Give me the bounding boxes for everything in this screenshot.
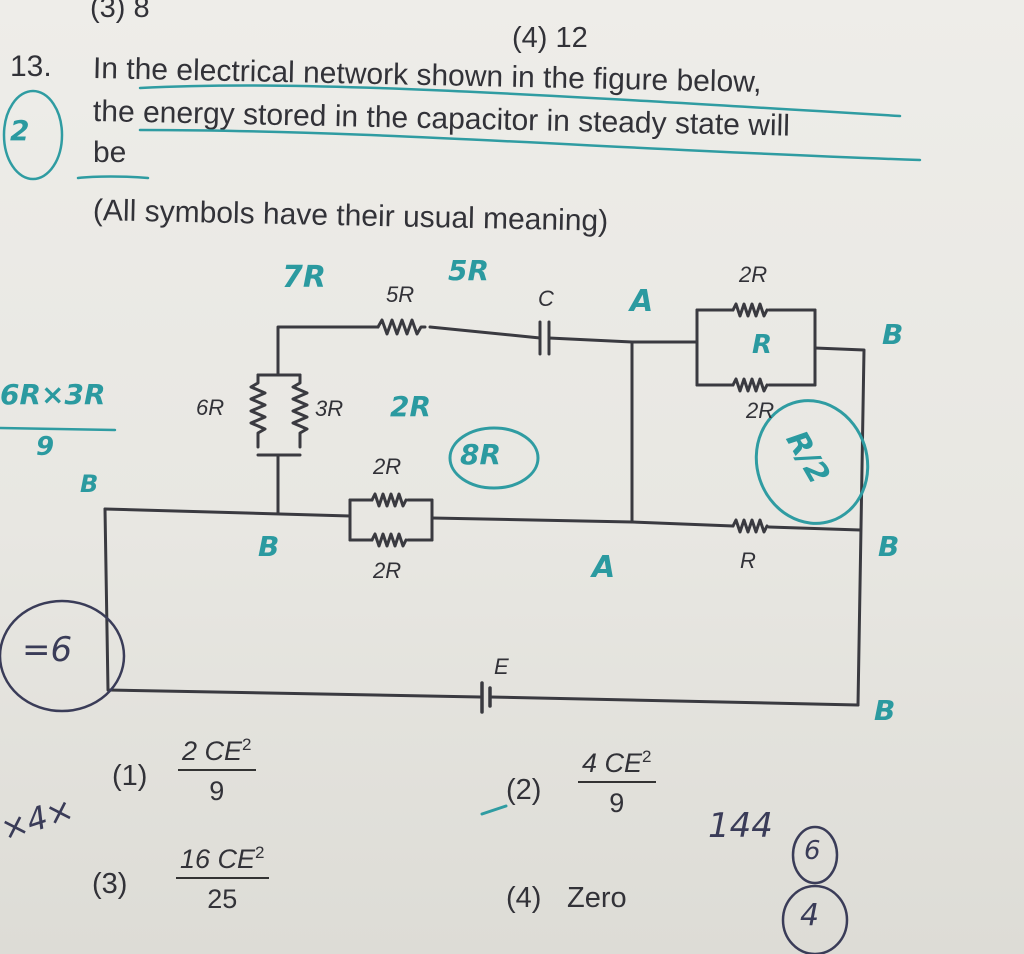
label-2r-center-top: 2R (373, 454, 402, 479)
note-node-b-mid: B (258, 530, 280, 563)
note-4-circled: 4 (800, 898, 820, 933)
option-3-denominator: 25 (207, 884, 238, 915)
note-144: 144 (708, 806, 773, 846)
note-node-b-bottom: B (874, 694, 896, 727)
handwritten-answer-mark: 2 (10, 114, 30, 147)
label-3r: 3R (315, 396, 344, 421)
note-node-b-top: B (882, 318, 904, 351)
question-line-3: be (93, 136, 127, 169)
note-node-a-top: A (630, 284, 654, 319)
label-2r-top: 2R (739, 262, 768, 287)
label-emf-e: E (494, 654, 509, 679)
label-2r-low: 2R (746, 398, 775, 423)
note-2r: 2R (390, 390, 432, 423)
option-4-number: (4) (506, 882, 542, 914)
option-2-numerator: 4 CE2 (578, 748, 656, 784)
option-1-denominator: 9 (209, 776, 225, 807)
option-2-fraction: 4 CE2 9 (578, 748, 656, 818)
label-5r: 5R (386, 282, 415, 307)
note-9: 9 (36, 432, 55, 462)
note-6-circled: 6 (804, 836, 821, 866)
note-b-left: B (80, 470, 99, 498)
note-5r: 5R (448, 254, 490, 287)
option-3-fraction: 16 CE2 25 (176, 844, 269, 914)
prev-option-3: (3) 8 (90, 0, 150, 24)
label-2r-center-bottom: 2R (373, 558, 402, 583)
option-1-number: (1) (112, 760, 148, 792)
note-8r: 8R (460, 438, 502, 471)
note-node-b-right: B (878, 530, 900, 563)
note-r-parallel: R (752, 330, 773, 360)
option-1-fraction: 2 CE2 9 (178, 736, 256, 806)
option-4-text: Zero (567, 882, 627, 914)
option-2-denominator: 9 (609, 788, 625, 819)
question-number: 13. (10, 50, 52, 83)
option-1-numerator: 2 CE2 (178, 736, 256, 772)
note-node-a-bottom: A (592, 550, 616, 585)
note-6rx3r: 6R×3R (0, 378, 106, 411)
label-6r: 6R (196, 395, 225, 420)
option-3-numerator: 16 CE2 (176, 844, 269, 880)
note-equals-6: =6 (22, 630, 73, 670)
option-2-number: (2) (506, 774, 542, 806)
note-7r: 7R (282, 260, 326, 295)
label-r-right: R (740, 548, 756, 573)
label-capacitor-c: C (538, 286, 554, 311)
prev-option-4: (4) 12 (512, 22, 588, 54)
option-3-number: (3) (92, 868, 128, 900)
